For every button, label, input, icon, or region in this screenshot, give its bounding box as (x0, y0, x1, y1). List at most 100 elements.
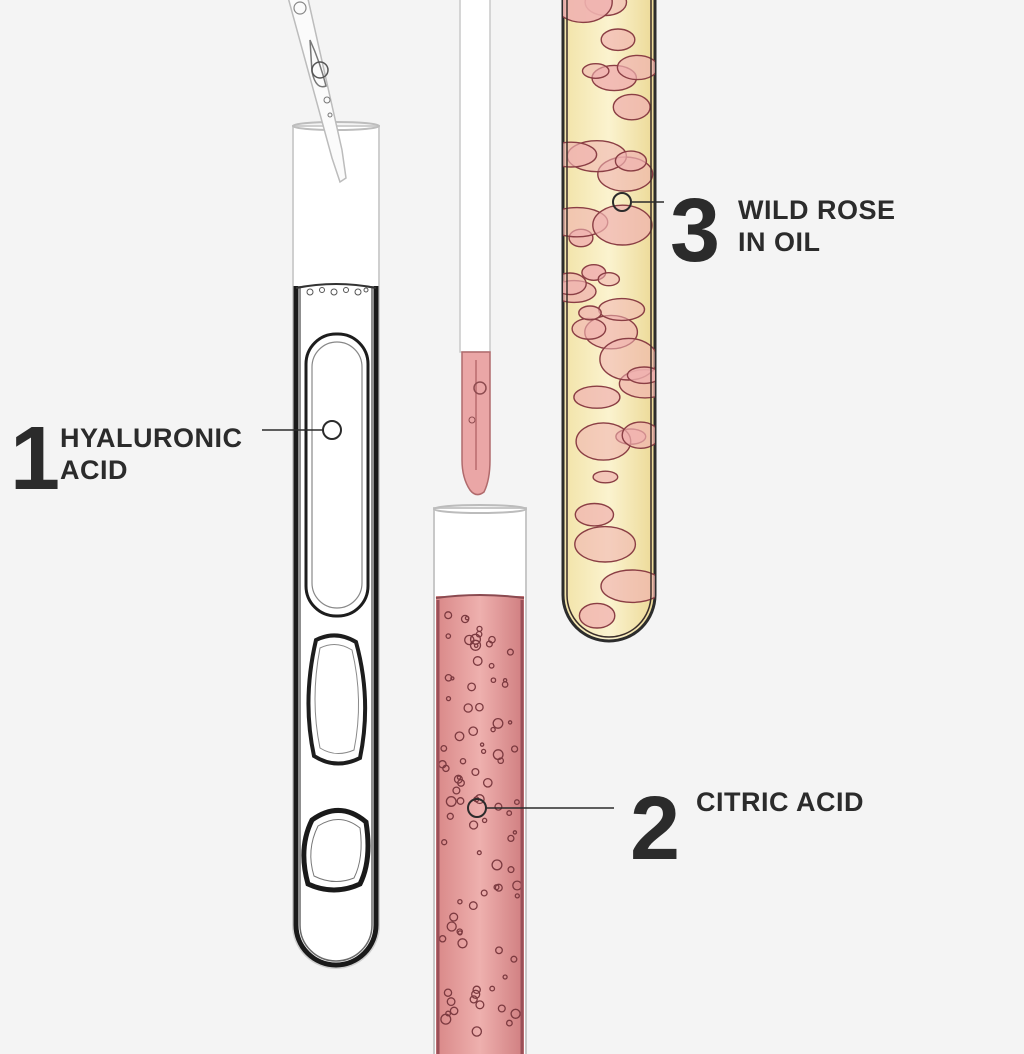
citric-bubble (468, 726, 479, 737)
citric-bubble (463, 703, 473, 713)
citric-bubble (495, 946, 503, 955)
citric-bubble (457, 938, 468, 949)
ingredient-name-line: CITRIC ACID (696, 787, 864, 817)
citric-bubble (501, 681, 509, 688)
citric-bubble (452, 786, 461, 795)
citric-bubble (494, 802, 503, 811)
citric-bubble (467, 682, 477, 692)
ingredient-number: 2 (630, 779, 680, 879)
citric-bubble (472, 656, 483, 666)
citric-bubble (468, 820, 479, 830)
citric-bubble (489, 985, 496, 992)
citric-bubble (450, 676, 455, 681)
citric-bubble (449, 912, 459, 922)
ingredient-number: 3 (670, 181, 720, 281)
citric-bubble (490, 726, 496, 733)
citric-bubble (475, 1000, 485, 1010)
citric-bubble (491, 859, 503, 871)
citric-bubble (446, 921, 457, 932)
rose-oil-droplet (578, 602, 616, 629)
callout-line-citric (467, 798, 614, 818)
citric-bubble (510, 1008, 521, 1019)
citric-bubble (464, 615, 470, 621)
citric-bubble (507, 866, 515, 874)
rose-oil-droplet (600, 28, 636, 52)
citric-bubble (457, 778, 465, 787)
ingredient-name-line: IN OIL (738, 227, 821, 258)
rose-oil-droplet (592, 204, 653, 246)
citric-bubble (456, 797, 465, 805)
rose-oil-droplet (571, 317, 607, 340)
citric-bubble (456, 928, 463, 935)
citric-bubble (469, 995, 478, 1004)
rose-oil-droplet (581, 63, 610, 80)
ingredient-name-line: WILD ROSE (738, 195, 896, 225)
citric-bubble (512, 830, 518, 835)
citric-bubble (476, 850, 482, 856)
rose-oil-droplet (575, 422, 632, 461)
citric-bubble (469, 633, 482, 645)
hyaluronic-test-tube (292, 121, 380, 969)
citric-bubble (475, 702, 484, 712)
rose-oil-droplet (592, 470, 619, 484)
citric-bubble (480, 889, 488, 897)
citric-bubble (471, 989, 481, 999)
ingredient-number: 1 (10, 409, 60, 509)
wild-rose-oil-tube (561, 0, 657, 643)
rose-oil-droplet (578, 305, 602, 321)
citric-bubble (459, 757, 467, 765)
citric-bubble (442, 764, 450, 773)
rose-oil-droplet (574, 525, 637, 563)
rose-oil-droplet (597, 297, 646, 322)
citric-bubble (445, 1010, 452, 1017)
citric-bubble (480, 748, 487, 755)
citric-bubble (446, 812, 454, 820)
rose-oil-droplet (612, 93, 651, 121)
ingredient-name: WILD ROSE IN OIL (738, 194, 896, 259)
rose-oil-droplet (600, 569, 655, 604)
citric-bubble (490, 677, 497, 684)
citric-bubble (505, 1019, 513, 1027)
callout-line-wild-rose (612, 192, 664, 212)
citric-bubble (445, 695, 452, 702)
citric-bubble (510, 745, 519, 753)
citric-bubble (510, 955, 518, 963)
ingredient-name: HYALURONIC ACID (60, 422, 243, 487)
citric-bubble (482, 777, 493, 788)
rose-oil-droplet (563, 272, 587, 296)
rose-oil-droplet (616, 54, 655, 81)
rose-oil-droplet (621, 421, 655, 450)
rose-oil-droplet (614, 150, 648, 172)
citric-bubble (507, 720, 513, 725)
citric-bubble (488, 662, 495, 669)
citric-bubble (464, 634, 475, 646)
citric-bubble (507, 834, 515, 843)
citric-bubble (441, 839, 448, 846)
citric-bubble (514, 893, 520, 899)
citric-bubble (457, 898, 463, 905)
citric-bubble (481, 817, 488, 824)
citric-bubble (449, 1006, 459, 1016)
citric-bubble (445, 633, 452, 639)
citric-bubble (492, 749, 504, 761)
pipette-hyaluronic (287, 0, 347, 184)
citric-bubble (513, 799, 520, 806)
ingredient-name: CITRIC ACID (696, 786, 864, 818)
citric-bubble (446, 997, 456, 1007)
citric-bubble (502, 974, 508, 980)
ingredient-name-line: HYALURONIC (60, 423, 243, 453)
citric-bubble (454, 731, 465, 742)
citric-bubble (506, 648, 514, 656)
citric-bubble (493, 884, 500, 891)
citric-bubble (468, 901, 478, 911)
citric-bubble (485, 640, 493, 648)
citric-bubble (492, 717, 504, 729)
citric-bubble (469, 639, 482, 651)
pipette-citric (459, 0, 491, 496)
callout-line-hyaluronic (262, 420, 342, 440)
citric-bubble (444, 673, 453, 682)
citric-bubble (456, 775, 462, 780)
citric-test-tube (433, 504, 527, 1054)
rose-oil-droplet (574, 502, 615, 527)
